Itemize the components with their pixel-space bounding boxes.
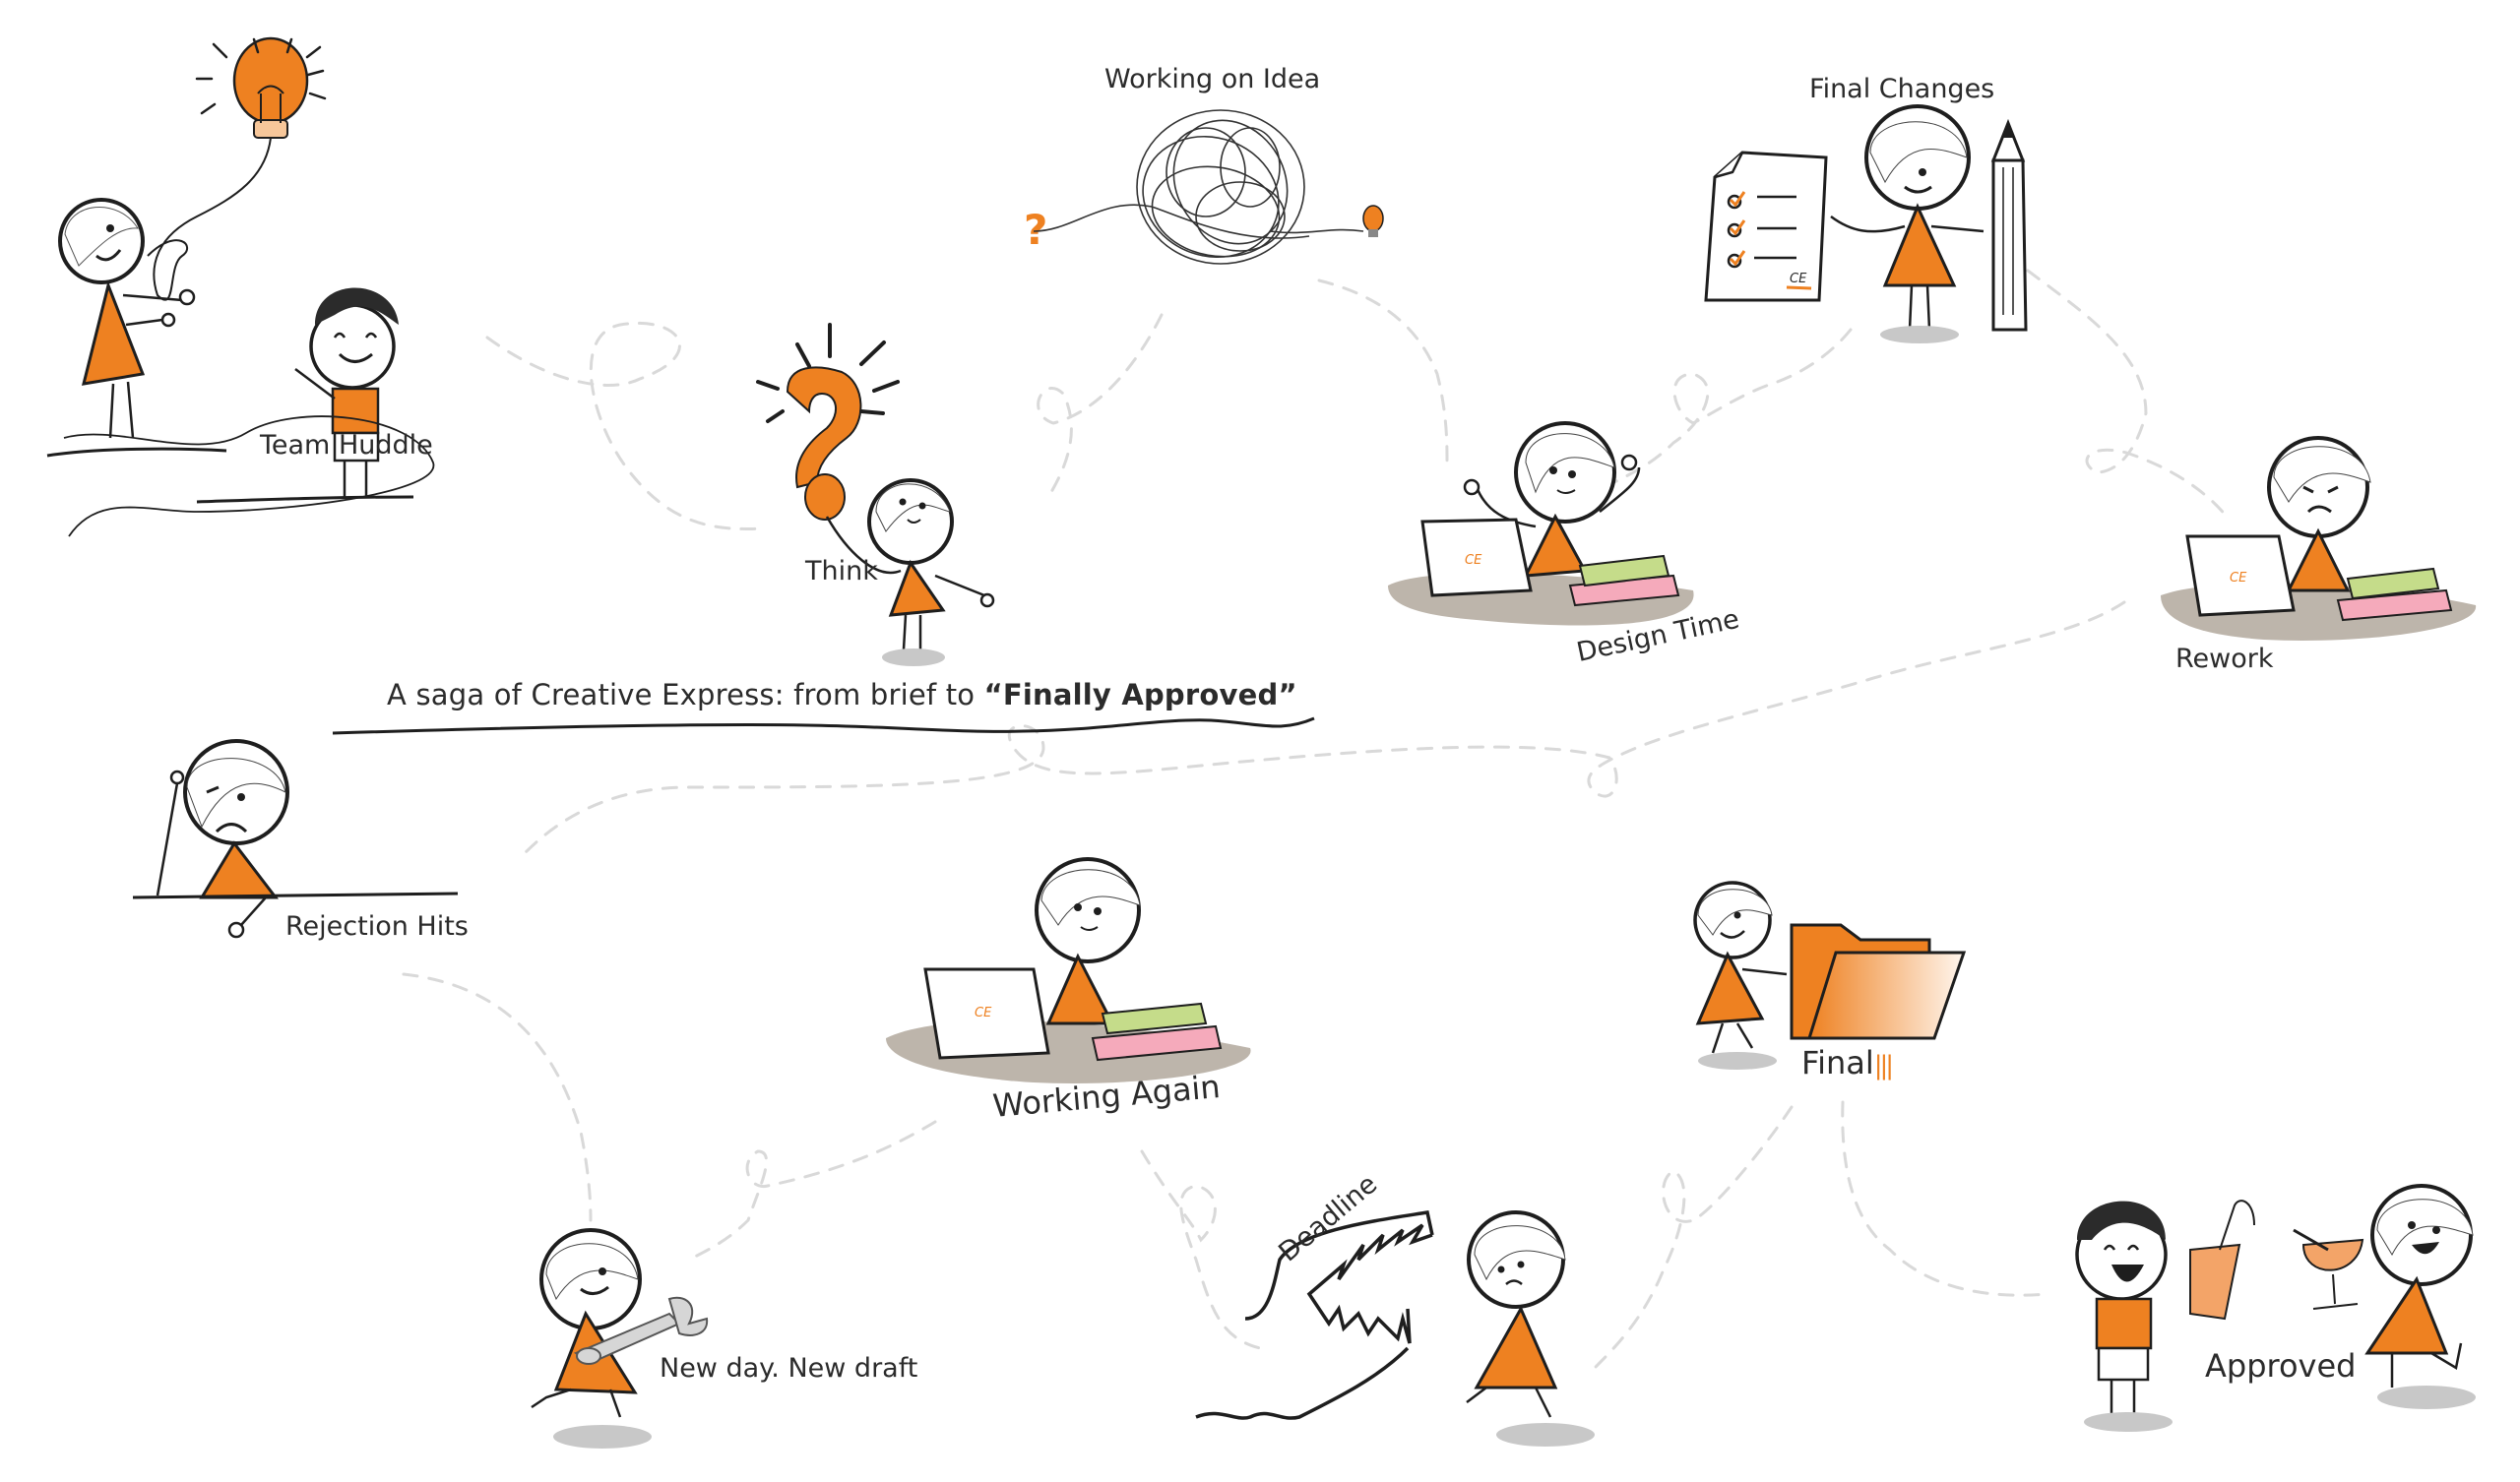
shark-jaw-icon bbox=[1195, 1210, 1434, 1420]
rework-scene bbox=[2161, 436, 2477, 641]
checklist-document-icon bbox=[1704, 151, 1828, 302]
deadline-scene bbox=[1195, 1210, 1595, 1447]
stage-label-final: Final||| bbox=[1801, 1044, 1894, 1081]
stage-label-think: Think bbox=[805, 556, 878, 587]
books-icon bbox=[1568, 554, 1680, 607]
stage-label-rework: Rework bbox=[2175, 644, 2274, 674]
wrench-icon bbox=[573, 1296, 709, 1365]
laptop-logo-working-again: CE bbox=[975, 1006, 992, 1020]
lightbulb-small-icon bbox=[1362, 205, 1384, 237]
think-scene bbox=[756, 323, 995, 666]
working-on-idea-scene: ? bbox=[1024, 109, 1384, 265]
team-huddle-scene bbox=[46, 36, 435, 537]
final-scene bbox=[1693, 881, 1967, 1070]
final-text: Final bbox=[1801, 1044, 1874, 1081]
working-again-scene bbox=[886, 857, 1251, 1083]
laptop-icon bbox=[923, 967, 1050, 1060]
final-bars-icon: ||| bbox=[1873, 1051, 1894, 1081]
page-title: A saga of Creative Express: from brief t… bbox=[387, 681, 1297, 710]
stage-label-working-on-idea: Working on Idea bbox=[1104, 64, 1321, 94]
books-icon bbox=[1091, 1002, 1223, 1062]
girl-figure bbox=[46, 198, 227, 458]
stage-label-team-huddle: Team Huddle bbox=[260, 430, 433, 461]
journey-path bbox=[402, 269, 2229, 1370]
girl-figure bbox=[2364, 1184, 2476, 1409]
design-time-scene bbox=[1388, 421, 1694, 626]
new-draft-scene bbox=[531, 1228, 709, 1449]
rejection-hits-scene bbox=[132, 739, 459, 939]
books-icon bbox=[2336, 567, 2453, 622]
cheers-drinks-icon bbox=[2189, 1200, 2364, 1321]
tangled-scribble-icon bbox=[1033, 109, 1364, 265]
laptop-icon bbox=[2185, 534, 2296, 617]
stage-label-final-changes: Final Changes bbox=[1809, 74, 1995, 104]
document-signature: CE bbox=[1790, 272, 1807, 286]
laptop-icon bbox=[1420, 518, 1533, 597]
folder-icon bbox=[1790, 923, 1967, 1040]
laptop-logo-rework: CE bbox=[2230, 571, 2247, 586]
final-changes-scene bbox=[1704, 104, 2028, 343]
pencil-icon bbox=[1990, 118, 2028, 332]
stage-label-new-draft: New day. New draft bbox=[660, 1353, 918, 1384]
question-mark-icon bbox=[756, 323, 900, 521]
boy-figure bbox=[2075, 1201, 2173, 1432]
stage-label-rejection-hits: Rejection Hits bbox=[285, 911, 469, 942]
title-emphasis: “Finally Approved” bbox=[983, 678, 1297, 711]
stage-label-approved: Approved bbox=[2205, 1347, 2357, 1385]
lightbulb-balloon-icon bbox=[147, 36, 327, 301]
title-prefix: A saga of Creative Express: from brief t… bbox=[387, 678, 984, 711]
title-underline bbox=[332, 716, 1315, 735]
boy-figure bbox=[63, 287, 435, 537]
laptop-logo-design-time: CE bbox=[1465, 553, 1482, 568]
approved-scene bbox=[2075, 1184, 2476, 1432]
